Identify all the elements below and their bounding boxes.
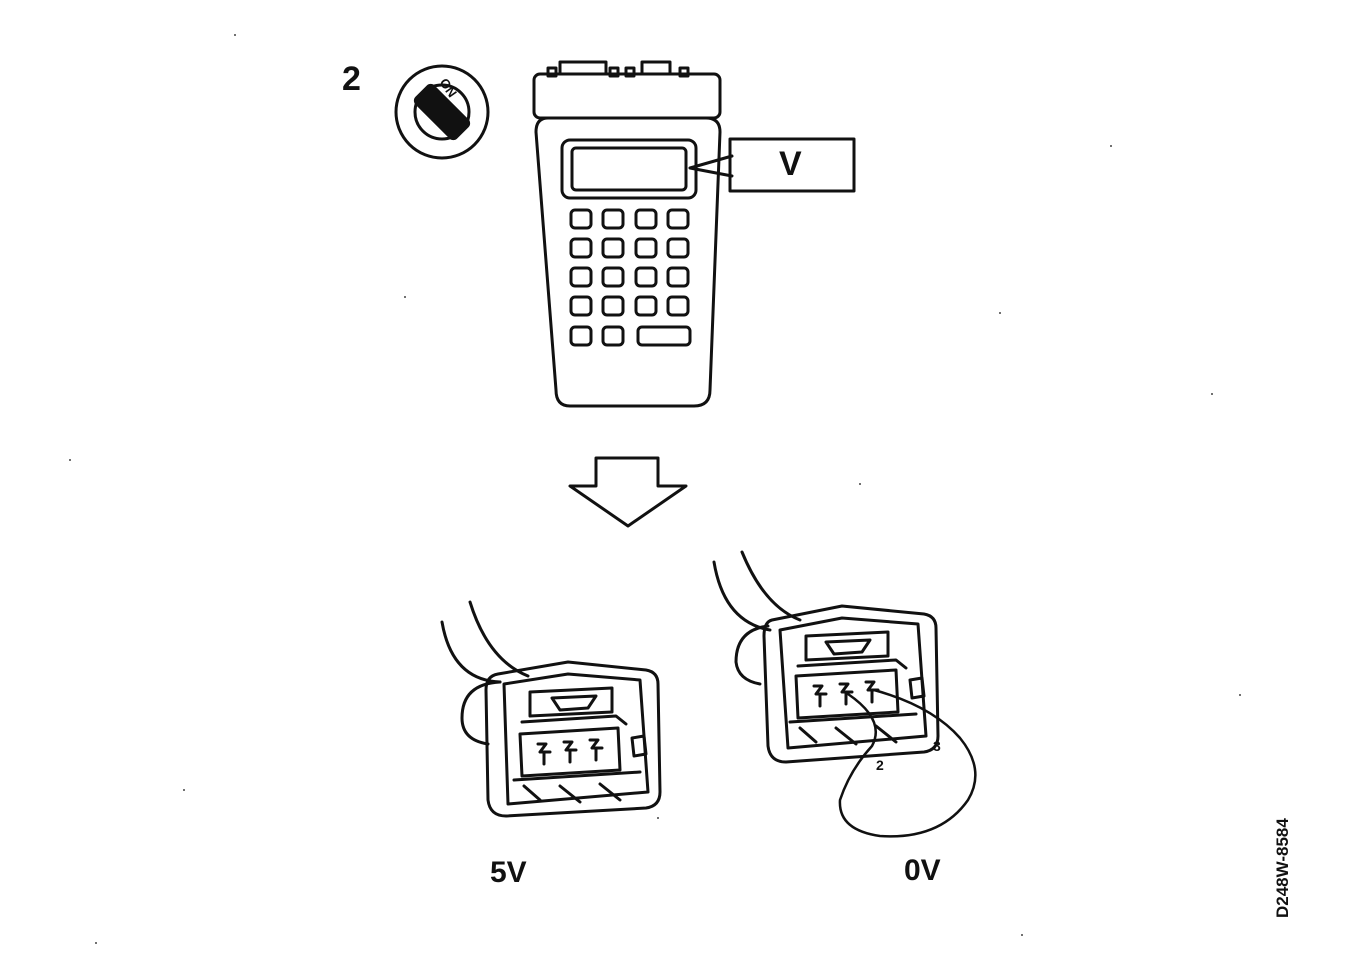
scan-noise [69,34,1241,944]
down-arrow-icon [568,456,688,528]
reference-code: D248W-8584 [1273,818,1292,918]
connector-right-icon [712,550,977,838]
tester-display-value: V [779,145,802,183]
display-callout [688,137,856,193]
ignition-key-icon [394,64,490,160]
right-connector-voltage: 0V [904,854,941,887]
connector-left-icon [440,600,662,818]
step-number: 2 [342,60,361,98]
pin-label-3: 3 [933,738,941,754]
pin-label-2: 2 [876,757,884,773]
tester-device-icon [532,60,722,408]
left-connector-voltage: 5V [490,856,527,889]
